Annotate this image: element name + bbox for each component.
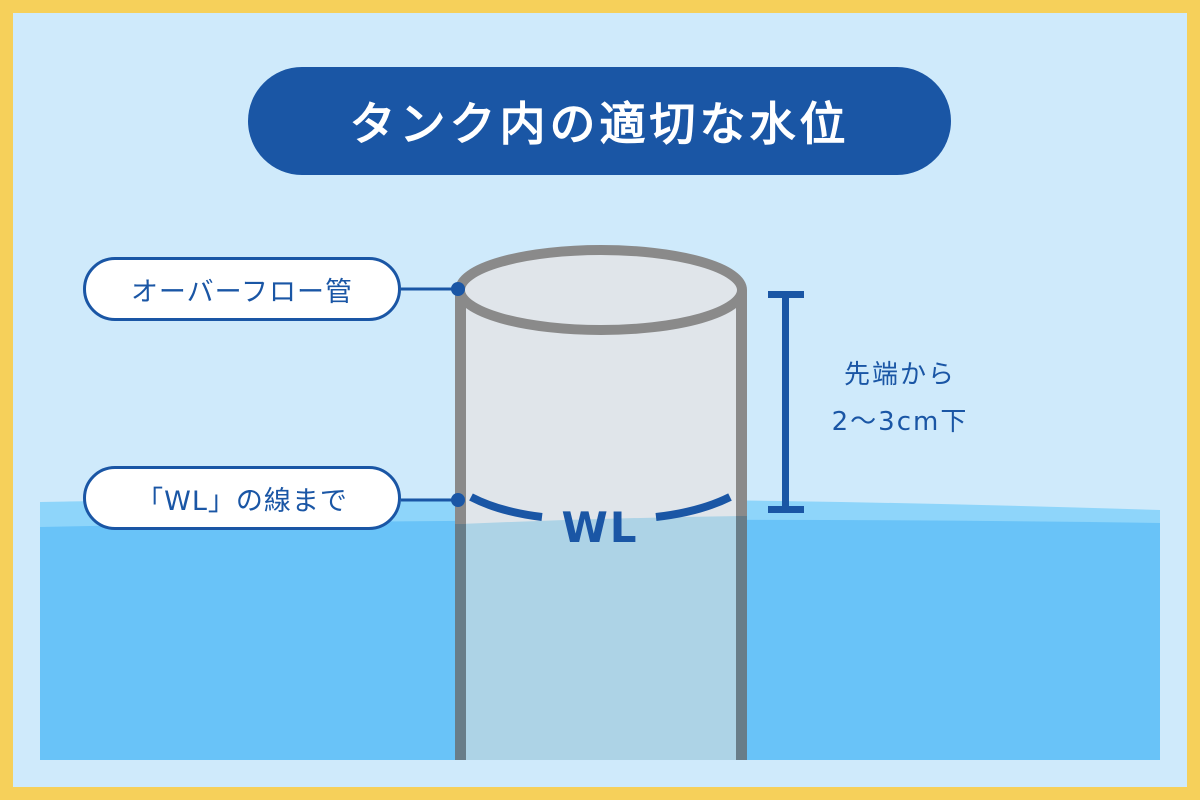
wl-arc-right xyxy=(655,493,732,521)
tube-wall-right-submerged xyxy=(736,516,747,760)
wl-connector-dot xyxy=(451,493,465,507)
tube-water xyxy=(460,516,742,760)
page-title-text: タンク内の適切な水位 xyxy=(349,97,850,151)
overflow-pipe-label: オーバーフロー管 xyxy=(83,257,401,321)
wl-arc-left xyxy=(469,493,543,521)
tube-top-rim xyxy=(455,245,747,335)
overflow-pipe-label-text: オーバーフロー管 xyxy=(130,276,354,308)
wl-line-label-text: 「WL」の線まで xyxy=(136,485,348,517)
wl-mark: WL xyxy=(561,503,639,552)
tube-wall-left-submerged xyxy=(455,524,466,760)
measurement-bracket-icon xyxy=(768,291,804,513)
measurement-note-line2: 2〜3cm下 xyxy=(831,407,969,437)
measurement-note: 先端から 2〜3cm下 xyxy=(800,352,1000,446)
measurement-note-line1: 先端から xyxy=(843,360,956,390)
page-title: タンク内の適切な水位 xyxy=(248,67,951,175)
overflow-connector-dot xyxy=(451,282,465,296)
wl-line-label: 「WL」の線まで xyxy=(83,466,401,530)
